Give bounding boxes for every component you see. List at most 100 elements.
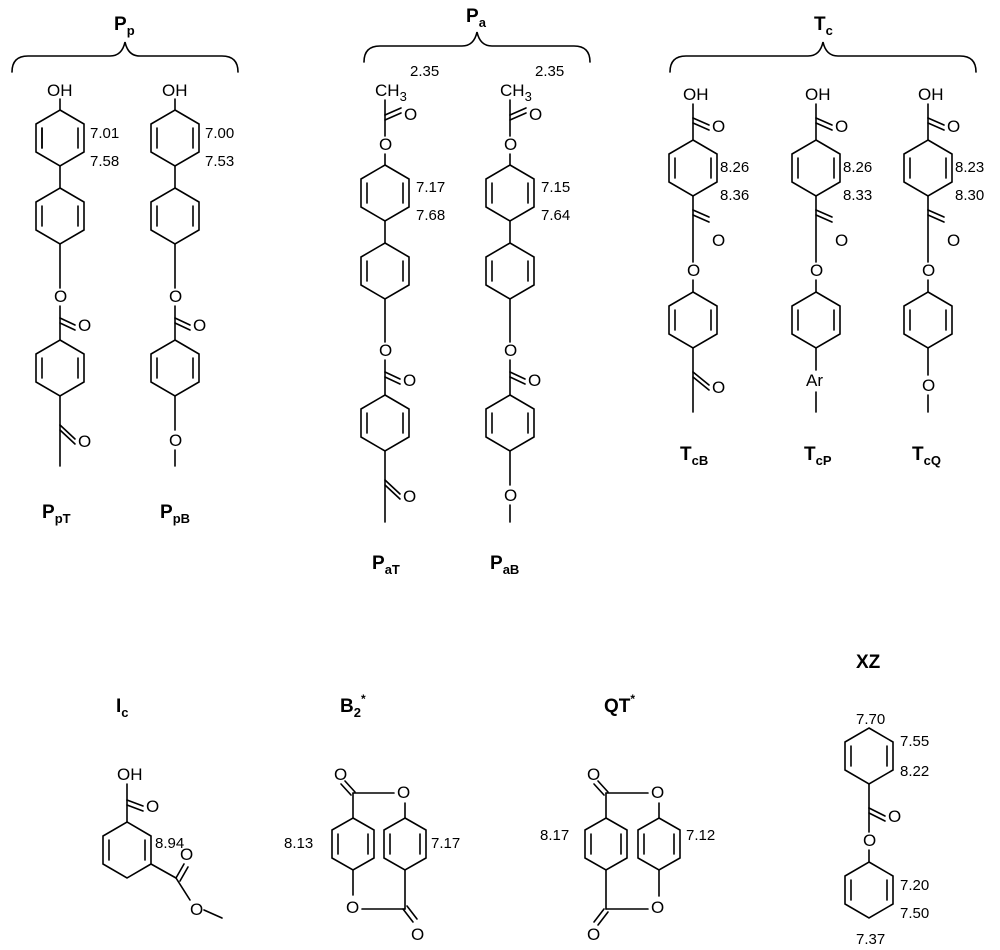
atom-o: O xyxy=(651,783,664,802)
atom-o: O xyxy=(504,486,517,505)
atom-ch3: CH3 xyxy=(375,81,407,104)
shift-value: 7.70 xyxy=(856,711,885,728)
label-tcq: TcQ xyxy=(912,444,941,468)
molecule-ppt: OH O O O 7.01 7.58 xyxy=(35,81,119,467)
atom-o: O xyxy=(947,117,960,136)
atom-o: O xyxy=(169,431,182,450)
molecule-pab: CH3 2.35 O O O O O 7.15 7.64 xyxy=(485,63,570,523)
brace-pp xyxy=(11,41,239,73)
label-tcb: TcB xyxy=(680,444,708,468)
shift-value: 7.15 xyxy=(541,179,570,196)
atom-o: O xyxy=(651,898,664,917)
atom-oh: OH xyxy=(683,85,709,104)
molecule-pat: CH3 2.35 O O O O O 7.17 7.68 xyxy=(360,63,445,523)
atom-o: O xyxy=(379,341,392,360)
atom-o: O xyxy=(78,316,91,335)
atom-o: O xyxy=(504,135,517,154)
atom-o: O xyxy=(504,341,517,360)
atom-oh: OH xyxy=(918,85,944,104)
atom-o: O xyxy=(587,925,600,944)
atom-o: O xyxy=(922,376,935,395)
atom-o: O xyxy=(54,287,67,306)
brace-tc xyxy=(669,41,977,73)
label-ppb: PpB xyxy=(160,502,190,526)
atom-oh: OH xyxy=(47,81,73,100)
atom-o: O xyxy=(403,371,416,390)
molecule-ppb: OH O O O 7.00 7.53 xyxy=(150,81,234,467)
atom-o: O xyxy=(529,105,542,124)
shift-value: 8.22 xyxy=(900,763,929,780)
atom-o: O xyxy=(528,371,541,390)
shift-value: 8.26 xyxy=(720,159,749,176)
atom-o: O xyxy=(687,261,700,280)
molecule-tcb: OH O O O O 8.26 8.36 xyxy=(668,85,749,413)
shift-value: 8.30 xyxy=(955,187,984,204)
shift-value: 8.17 xyxy=(540,827,569,844)
shift-value: 2.35 xyxy=(535,63,564,80)
label-pat: PaT xyxy=(372,553,400,577)
atom-o: O xyxy=(712,378,725,397)
shift-value: 7.17 xyxy=(431,835,460,852)
group-label-pp: Pp xyxy=(114,14,135,38)
molecule-b2: O O O O 8.13 7.17 xyxy=(284,765,460,944)
label-xz: XZ xyxy=(856,652,881,673)
shift-value: 8.33 xyxy=(843,187,872,204)
atom-o: O xyxy=(190,900,203,919)
atom-o: O xyxy=(947,231,960,250)
molecule-tcq: OH O O O O 8.23 8.30 xyxy=(903,85,984,413)
molecule-ic: OH O O O 8.94 xyxy=(102,765,223,919)
shift-value: 7.20 xyxy=(900,877,929,894)
atom-o: O xyxy=(403,487,416,506)
group-label-pa: Pa xyxy=(466,6,487,30)
shift-value: 7.64 xyxy=(541,207,570,224)
atom-o: O xyxy=(922,261,935,280)
shift-value: 8.26 xyxy=(843,159,872,176)
shift-value: 7.53 xyxy=(205,153,234,170)
atom-o: O xyxy=(334,765,347,784)
brace-pa xyxy=(363,31,591,63)
shift-value: 7.50 xyxy=(900,905,929,922)
label-tcp: TcP xyxy=(804,444,832,468)
atom-o: O xyxy=(712,231,725,250)
shift-value: 7.68 xyxy=(416,207,445,224)
molecule-tcp: OH O O O Ar 8.26 8.33 xyxy=(791,85,872,413)
atom-o: O xyxy=(404,105,417,124)
shift-value: 7.55 xyxy=(900,733,929,750)
atom-ar: Ar xyxy=(806,371,823,390)
shift-value: 2.35 xyxy=(410,63,439,80)
label-b2: B2* xyxy=(340,692,366,720)
shift-value: 8.94 xyxy=(155,835,184,852)
atom-o: O xyxy=(346,898,359,917)
shift-value: 7.37 xyxy=(856,931,885,948)
atom-o: O xyxy=(379,135,392,154)
shift-value: 8.36 xyxy=(720,187,749,204)
shift-value: 7.58 xyxy=(90,153,119,170)
label-ic: Ic xyxy=(116,696,129,720)
shift-value: 7.17 xyxy=(416,179,445,196)
atom-o: O xyxy=(835,231,848,250)
label-qt: QT* xyxy=(604,692,635,717)
group-label-tc: Tc xyxy=(814,14,833,38)
atom-o: O xyxy=(397,783,410,802)
atom-oh: OH xyxy=(805,85,831,104)
atom-o: O xyxy=(863,831,876,850)
atom-o: O xyxy=(180,845,193,864)
atom-o: O xyxy=(835,117,848,136)
shift-value: 7.01 xyxy=(90,125,119,142)
atom-ch3: CH3 xyxy=(500,81,532,104)
label-ppt: PpT xyxy=(42,502,71,526)
shift-value: 7.00 xyxy=(205,125,234,142)
atom-o: O xyxy=(169,287,182,306)
molecule-xz: O O 7.70 7.55 8.22 7.20 7.50 7.37 xyxy=(844,711,929,948)
atom-oh: OH xyxy=(117,765,143,784)
atom-o: O xyxy=(146,797,159,816)
atom-o: O xyxy=(193,316,206,335)
atom-o: O xyxy=(411,925,424,944)
label-pab: PaB xyxy=(490,553,519,577)
atom-o: O xyxy=(587,765,600,784)
shift-value: 7.12 xyxy=(686,827,715,844)
atom-o: O xyxy=(78,432,91,451)
molecule-qt: O O O O 8.17 7.12 xyxy=(540,765,715,944)
shift-value: 8.23 xyxy=(955,159,984,176)
